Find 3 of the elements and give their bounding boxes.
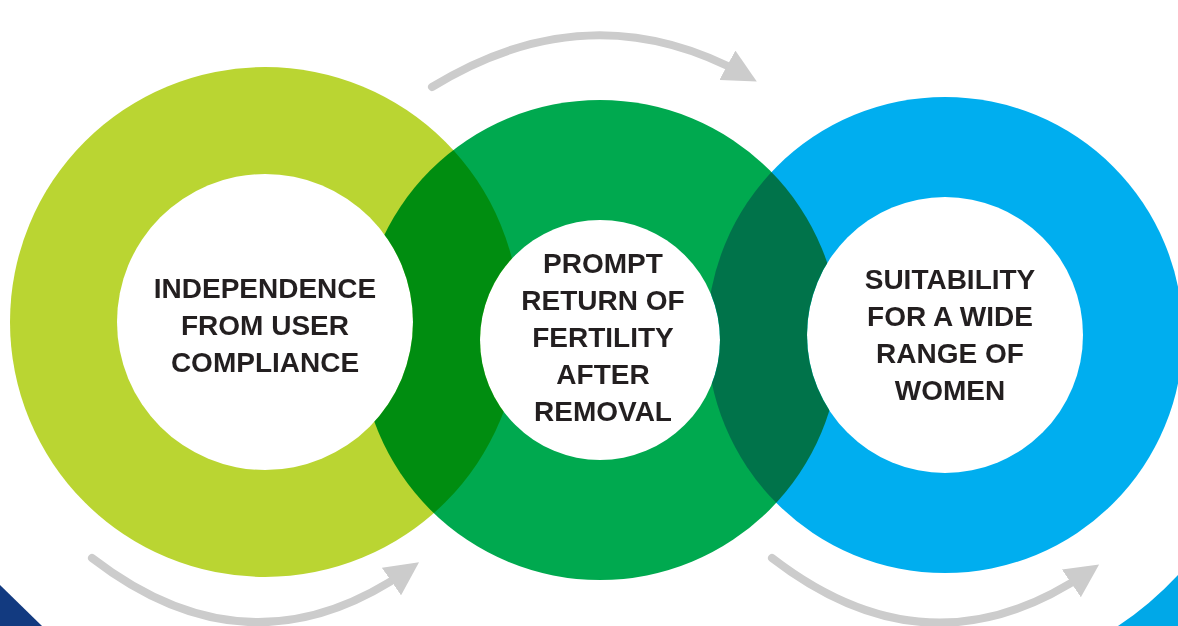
ring-label: SUITABILITY FOR A WIDE RANGE OF WOMEN xyxy=(863,263,1037,408)
ring-label: PROMPT RETURN OF FERTILITY AFTER REMOVAL xyxy=(520,246,686,429)
ring-label: INDEPENDENCE FROM USER COMPLIANCE xyxy=(152,271,378,380)
